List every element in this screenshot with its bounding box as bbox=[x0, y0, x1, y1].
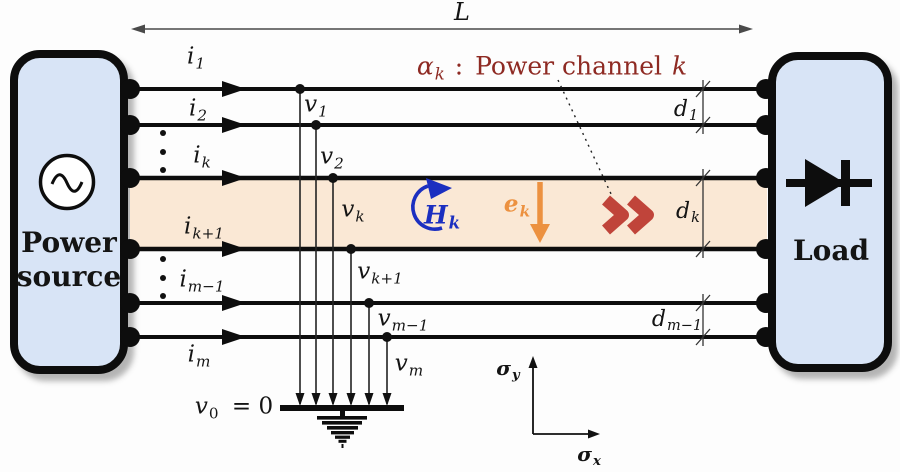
power-flow-chevrons-icon bbox=[602, 195, 654, 235]
leader-dotted-line bbox=[557, 79, 613, 197]
magnetic-field-icon bbox=[411, 178, 452, 231]
power-channel-label: αk : Power channel k bbox=[416, 51, 688, 84]
current-arrow-icon bbox=[222, 241, 246, 257]
electric-field-icon bbox=[530, 182, 550, 243]
load-label: Load bbox=[792, 234, 870, 267]
voltage-label-v2: v2 bbox=[320, 143, 344, 173]
current-arrowheads bbox=[222, 81, 246, 345]
axis-arrow-up-icon bbox=[528, 356, 538, 368]
electric-field-label: ek bbox=[503, 190, 531, 221]
current-arrow-icon bbox=[222, 81, 246, 97]
axis-label-sigma-x: σx bbox=[577, 442, 601, 469]
power-channel-band bbox=[130, 180, 767, 247]
current-label-ik1: ik+1 bbox=[184, 213, 224, 243]
voltage-label-vk1: vk+1 bbox=[357, 258, 403, 288]
current-arrow-icon bbox=[222, 117, 246, 133]
voltage-tap-arrowheads bbox=[295, 393, 392, 406]
current-arrow-icon bbox=[222, 295, 246, 311]
current-label-i2: i2 bbox=[188, 95, 208, 125]
voltage-label-vk: vk bbox=[341, 196, 365, 226]
voltage-tap-dots bbox=[295, 84, 392, 342]
length-label: L bbox=[454, 0, 470, 26]
terminal-bumps bbox=[120, 79, 776, 347]
coordinate-axes bbox=[528, 356, 600, 439]
current-label-im: im bbox=[187, 341, 211, 371]
magnetic-field-label: Hk bbox=[423, 200, 461, 233]
ground-icon bbox=[280, 405, 404, 448]
diode-icon bbox=[786, 159, 872, 207]
current-arrow-icon bbox=[222, 170, 246, 186]
voltage-label-vm1: vm−1 bbox=[377, 305, 429, 335]
power-source-box bbox=[10, 50, 128, 374]
ellipsis-dots bbox=[160, 130, 166, 299]
voltage-tap-lines bbox=[299, 89, 388, 404]
load-box bbox=[768, 52, 892, 372]
axis-label-sigma-y: σy bbox=[496, 356, 520, 383]
axis-arrow-right-icon bbox=[588, 429, 600, 439]
gap-dimensions bbox=[695, 80, 711, 346]
ground-voltage-label: v0 = 0 bbox=[194, 393, 274, 423]
current-label-ik: ik bbox=[193, 142, 211, 172]
gap-label-dm1: dm−1 bbox=[651, 307, 703, 335]
arrow-left-icon bbox=[131, 24, 145, 34]
gap-label-d1: d1 bbox=[673, 97, 699, 125]
current-label-im1: im−1 bbox=[179, 266, 225, 296]
power-source-label: Power source bbox=[16, 226, 122, 293]
length-dimension bbox=[131, 24, 753, 34]
voltage-label-v1: v1 bbox=[304, 91, 328, 121]
ac-source-icon bbox=[38, 153, 96, 211]
current-label-i1: i1 bbox=[186, 43, 206, 73]
gap-label-dk: dk bbox=[676, 199, 700, 227]
current-arrow-icon bbox=[222, 329, 246, 345]
arrow-right-icon bbox=[739, 24, 753, 34]
voltage-label-vm: vm bbox=[394, 350, 424, 380]
